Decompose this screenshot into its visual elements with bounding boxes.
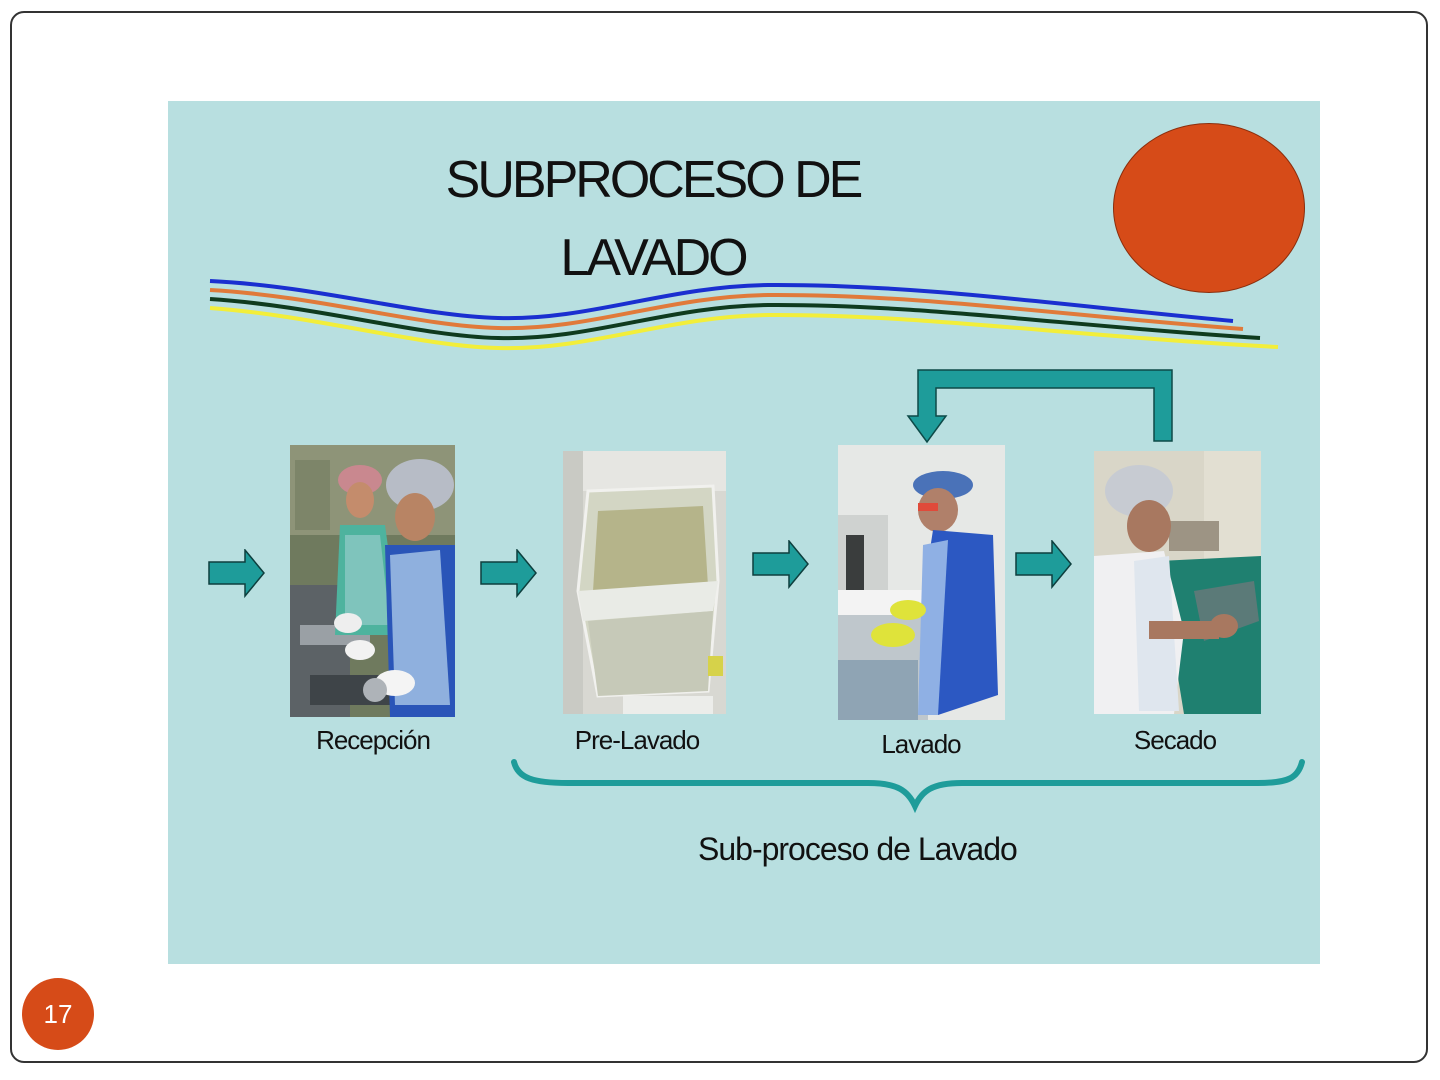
step-label-lavado: Lavado [881,729,961,759]
arrow-right-icon [1015,540,1072,590]
feedback-loop-arrow-icon [906,369,1173,444]
photo-recepcion [290,445,455,717]
photo-pre-lavado [563,451,726,714]
arrow-right-icon [480,549,537,599]
wavy-lines-decoration [209,279,1279,351]
arrow-right-icon [208,549,265,599]
photo-secado [1094,451,1261,714]
slide-panel: SUBPROCESO DE LAVADO [168,101,1320,964]
photo-lavado [838,445,1005,720]
title-line-2: LAVADO [560,229,748,287]
orange-circle-shape [1113,123,1305,293]
step-label-pre-lavado: Pre-Lavado [574,725,700,755]
title-line-1: SUBPROCESO DE [445,151,864,209]
step-label-recepcion: Recepción [316,725,431,755]
slide-title: SUBPROCESO DE LAVADO [168,141,1138,297]
step-label-secado: Secado [1133,725,1217,755]
brace-label: Sub-proceso de Lavado [698,831,1018,867]
page-number-badge: 17 [22,978,94,1050]
arrow-right-icon [752,540,809,590]
curly-brace-shape [511,759,1305,814]
